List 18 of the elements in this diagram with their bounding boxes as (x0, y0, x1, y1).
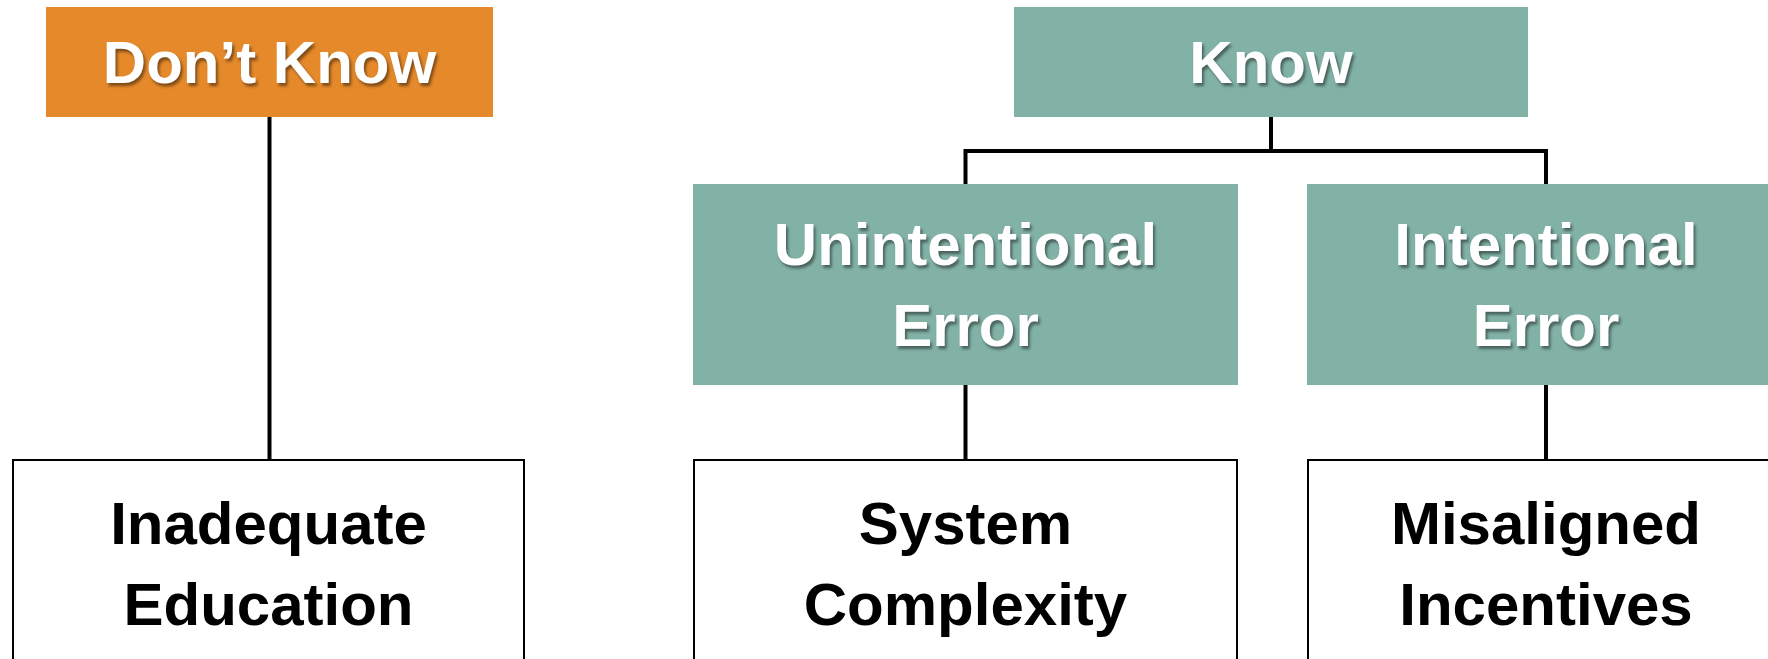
box-label: Intentional Error (1393, 209, 1699, 361)
subcategory-box (1307, 184, 1768, 385)
connector-line (1269, 117, 1548, 184)
box-label: Misaligned Incentives (1389, 489, 1703, 640)
category-box (1014, 7, 1528, 117)
cause-box (693, 459, 1238, 659)
category-box (46, 7, 493, 117)
box-label: System Complexity (802, 489, 1129, 640)
box-label: Unintentional Error (772, 209, 1159, 361)
cause-box (12, 459, 525, 659)
connector-line (1544, 385, 1548, 459)
box-label: Don’t Know (102, 27, 437, 98)
box-label: Inadequate Education (109, 489, 428, 640)
subcategory-box (693, 184, 1238, 385)
connector-line (267, 117, 272, 459)
connector-line (963, 385, 968, 459)
cause-box (1307, 459, 1768, 659)
box-label: Know (1189, 27, 1353, 98)
